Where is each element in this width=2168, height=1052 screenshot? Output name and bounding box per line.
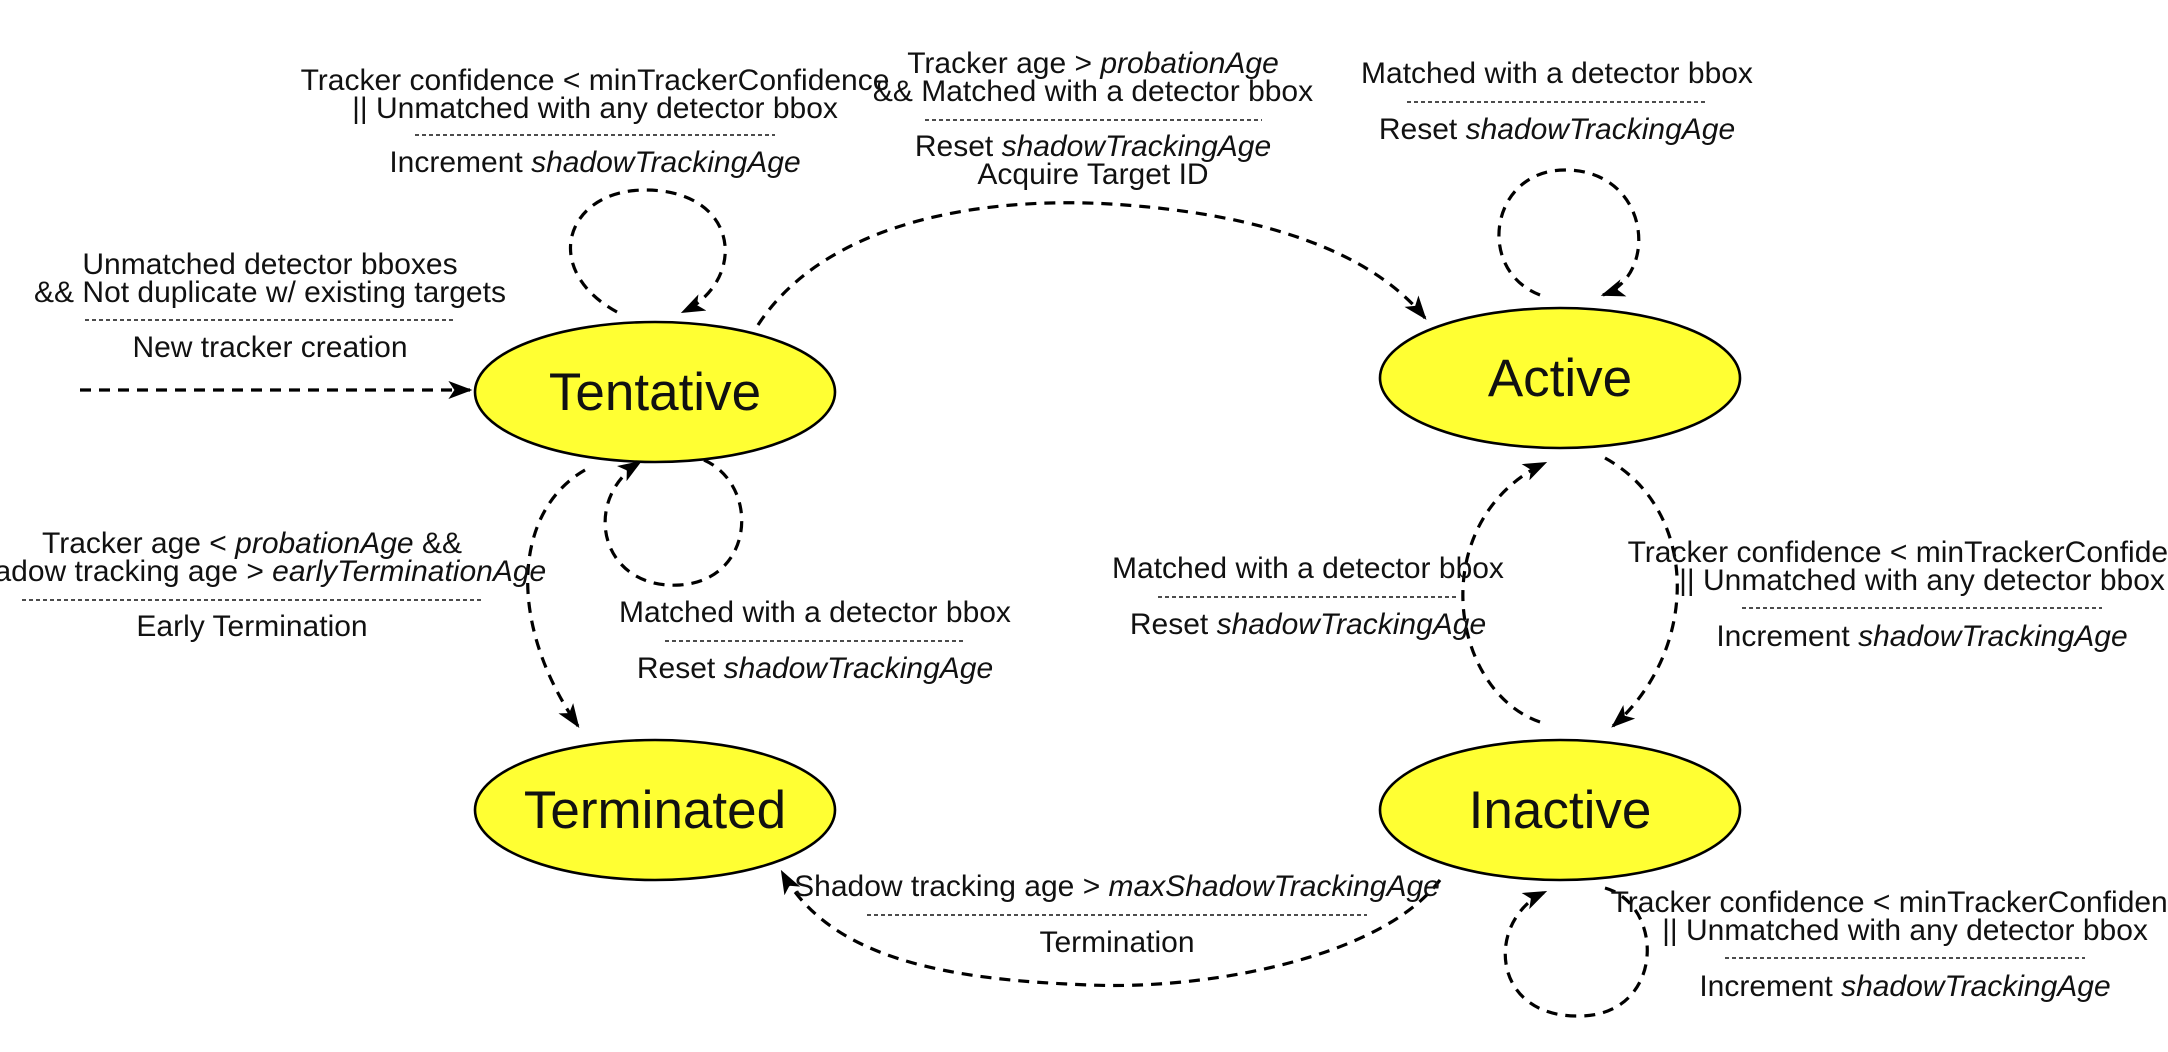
state-terminated: Terminated xyxy=(473,738,837,882)
edge-tentative-self-bottom xyxy=(603,458,744,587)
label-new-tracker: Unmatched detector bboxes && Not duplica… xyxy=(34,248,506,364)
action-line: Reset shadowTrackingAge xyxy=(1130,608,1486,641)
action-line: Increment shadowTrackingAge xyxy=(1716,620,2127,653)
condition-line: && Matched with a detector bbox xyxy=(873,75,1313,108)
state-terminated-label: Terminated xyxy=(524,781,786,840)
state-inactive: Inactive xyxy=(1378,738,1742,882)
condition-emph: earlyTerminationAge xyxy=(272,555,546,588)
condition-line: Shadow tracking age > earlyTerminationAg… xyxy=(0,555,546,588)
edge-tentative-to-active xyxy=(756,201,1427,326)
action-emph: shadowTrackingAge xyxy=(724,652,994,685)
condition-line: Matched with a detector bbox xyxy=(1361,57,1753,90)
label-tentative-to-active: Tracker age > probationAge && Matched wi… xyxy=(873,47,1313,191)
condition-prefix: Tracker age < xyxy=(42,527,235,560)
condition-line: Matched with a detector bbox xyxy=(1112,552,1504,585)
edge-tentative-self-top xyxy=(568,188,727,314)
action-line: Reset shadowTrackingAge xyxy=(1379,113,1735,146)
state-inactive-label: Inactive xyxy=(1469,781,1652,840)
condition-line: Shadow tracking age > maxShadowTrackingA… xyxy=(794,870,1440,903)
condition-line: Matched with a detector bbox xyxy=(619,596,1011,629)
condition-line: Tracker age > probationAge xyxy=(907,47,1279,80)
label-tentative-to-terminated: Tracker age < probationAge && Shadow tra… xyxy=(0,527,546,643)
edge-inactive-self xyxy=(1503,886,1649,1018)
condition-prefix: Shadow tracking age > xyxy=(794,870,1108,903)
action-prefix: Increment xyxy=(1699,970,1841,1003)
condition-emph: probationAge xyxy=(234,527,413,560)
condition-emph: probationAge xyxy=(1099,47,1278,80)
action-line: New tracker creation xyxy=(132,331,407,364)
state-active-ellipse xyxy=(1378,306,1742,450)
action-line: Increment shadowTrackingAge xyxy=(389,146,800,179)
action-prefix: Increment xyxy=(389,146,531,179)
state-inactive-ellipse xyxy=(1378,738,1742,882)
action-prefix: Reset xyxy=(637,652,724,685)
label-tentative-self-bottom: Matched with a detector bbox Reset shado… xyxy=(619,596,1011,685)
condition-suffix: && xyxy=(414,527,462,560)
label-tentative-self-top: Tracker confidence < minTrackerConfidenc… xyxy=(301,64,890,179)
action-emph: shadowTrackingAge xyxy=(1841,970,2111,1003)
action-emph: shadowTrackingAge xyxy=(1217,608,1487,641)
action-line: Acquire Target ID xyxy=(977,158,1208,191)
condition-line: Tracker confidence < minTrackerConfidenc… xyxy=(1611,886,2168,919)
state-tentative-label: Tentative xyxy=(549,363,761,422)
state-active-label: Active xyxy=(1488,349,1632,408)
action-prefix: Reset xyxy=(915,130,1002,163)
state-active: Active xyxy=(1378,306,1742,450)
state-tentative-ellipse xyxy=(473,320,837,464)
action-line: Termination xyxy=(1039,926,1194,959)
condition-line: && Not duplicate w/ existing targets xyxy=(34,276,506,309)
action-line: Reset shadowTrackingAge xyxy=(637,652,993,685)
label-inactive-self: Tracker confidence < minTrackerConfidenc… xyxy=(1611,886,2168,1003)
action-emph: shadowTrackingAge xyxy=(1858,620,2128,653)
condition-line: Unmatched detector bboxes xyxy=(82,248,457,281)
action-line: Early Termination xyxy=(136,610,367,643)
label-inactive-to-terminated: Shadow tracking age > maxShadowTrackingA… xyxy=(794,870,1440,959)
edge-tentative-to-terminated xyxy=(526,468,586,728)
action-emph: shadowTrackingAge xyxy=(1466,113,1736,146)
condition-emph: maxShadowTrackingAge xyxy=(1109,870,1440,903)
label-inactive-to-active: Matched with a detector bbox Reset shado… xyxy=(1112,552,1504,641)
condition-prefix: Tracker age > xyxy=(907,47,1100,80)
condition-prefix: Shadow tracking age > xyxy=(0,555,272,588)
action-line: Reset shadowTrackingAge xyxy=(915,130,1271,163)
condition-line: || Unmatched with any detector bbox xyxy=(1662,914,2148,947)
condition-line: Tracker confidence < minTrackerConfidenc… xyxy=(1628,536,2168,569)
action-emph: shadowTrackingAge xyxy=(531,146,801,179)
action-emph: shadowTrackingAge xyxy=(1002,130,1272,163)
state-terminated-ellipse xyxy=(473,738,837,882)
state-tentative: Tentative xyxy=(473,320,837,464)
action-prefix: Increment xyxy=(1716,620,1858,653)
action-prefix: Reset xyxy=(1130,608,1217,641)
condition-line: || Unmatched with any detector bbox xyxy=(352,92,838,125)
action-line: Increment shadowTrackingAge xyxy=(1699,970,2110,1003)
condition-line: Tracker age < probationAge && xyxy=(42,527,462,560)
edge-inactive-to-active xyxy=(1461,461,1548,724)
condition-line: Tracker confidence < minTrackerConfidenc… xyxy=(301,64,890,97)
condition-line: || Unmatched with any detector bbox xyxy=(1679,564,2165,597)
edge-active-to-inactive xyxy=(1604,456,1679,728)
label-active-self: Matched with a detector bbox Reset shado… xyxy=(1361,57,1753,146)
label-active-to-inactive: Tracker confidence < minTrackerConfidenc… xyxy=(1628,536,2168,653)
action-prefix: Reset xyxy=(1379,113,1466,146)
edge-active-self xyxy=(1497,168,1641,297)
